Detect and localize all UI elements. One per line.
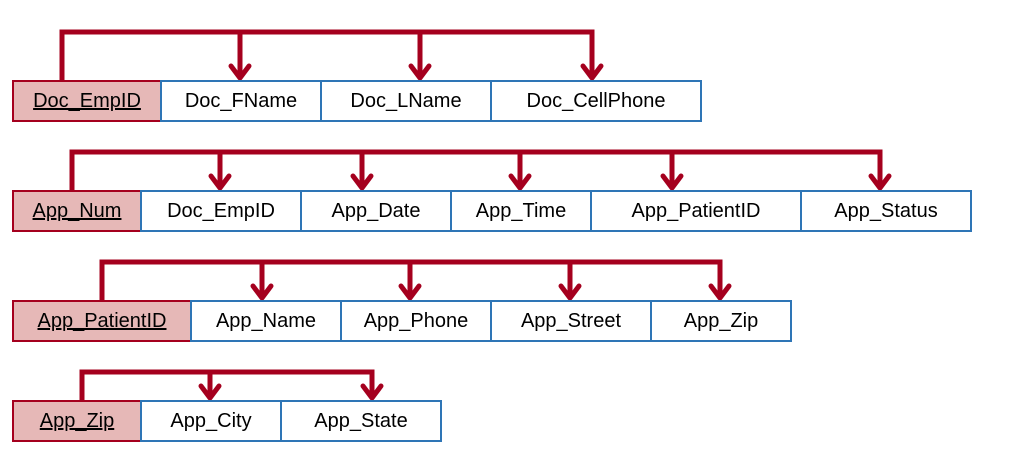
attribute-cell: Doc_FName [160, 80, 322, 122]
primary-key-cell: App_PatientID [12, 300, 192, 342]
attribute-cell: App_Street [490, 300, 652, 342]
arrow-head [398, 283, 422, 301]
attribute-cell: App_Status [800, 190, 972, 232]
arrow-head [708, 283, 732, 301]
attribute-cell: Doc_EmpID [140, 190, 302, 232]
primary-key-cell: Doc_EmpID [12, 80, 162, 122]
attribute-cell: App_City [140, 400, 282, 442]
attribute-cell: App_Time [450, 190, 592, 232]
arrow-head [228, 63, 252, 81]
arrow-head [198, 383, 222, 401]
arrow-head [250, 283, 274, 301]
arrow-head [660, 173, 684, 191]
attribute-cell: Doc_LName [320, 80, 492, 122]
attribute-cell: App_PatientID [590, 190, 802, 232]
attribute-cell: App_State [280, 400, 442, 442]
arrow-head [558, 283, 582, 301]
attribute-cell: App_Date [300, 190, 452, 232]
arrow-head [868, 173, 892, 191]
attribute-cell: App_Name [190, 300, 342, 342]
attribute-cell: Doc_CellPhone [490, 80, 702, 122]
primary-key-cell: App_Num [12, 190, 142, 232]
arrow-head [360, 383, 384, 401]
arrow-head [350, 173, 374, 191]
attribute-cell: App_Phone [340, 300, 492, 342]
attribute-cell: App_Zip [650, 300, 792, 342]
arrow-head [408, 63, 432, 81]
arrow-head [580, 63, 604, 81]
primary-key-cell: App_Zip [12, 400, 142, 442]
arrow-head [208, 173, 232, 191]
arrow-head [508, 173, 532, 191]
